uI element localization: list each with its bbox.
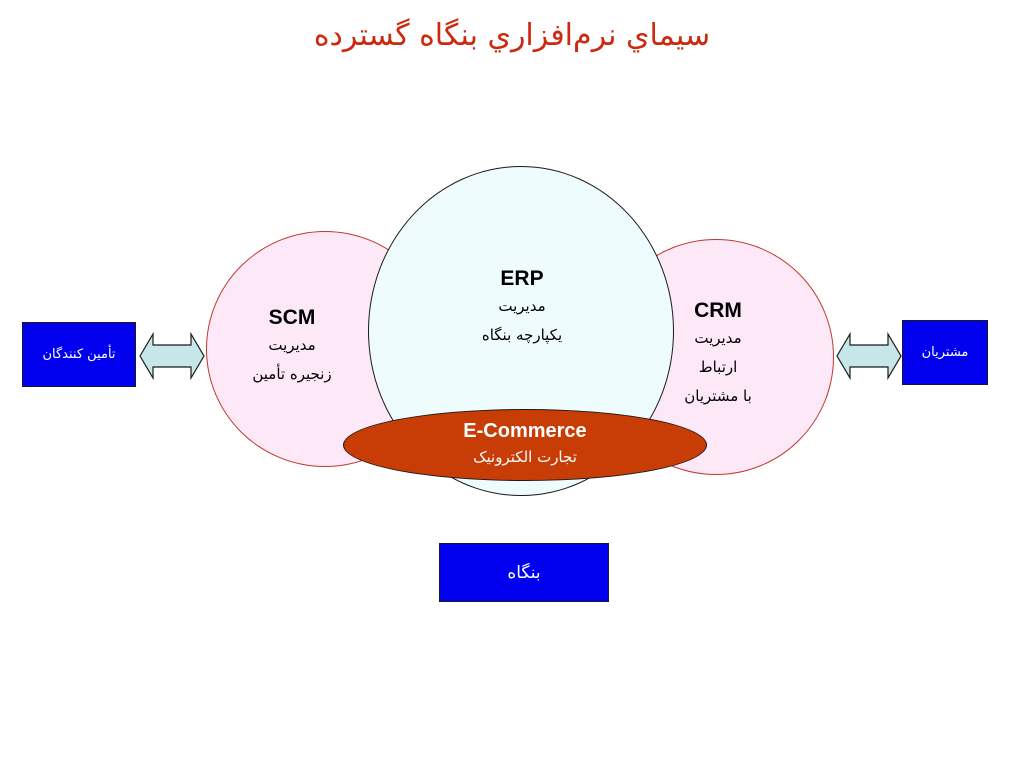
left-double-arrow-icon xyxy=(139,332,205,380)
ecommerce-ellipse xyxy=(343,409,707,481)
crm-line2: ارتباط xyxy=(698,358,738,376)
erp-abbr: ERP xyxy=(500,267,544,290)
customers-box: مشتریان xyxy=(902,320,988,385)
crm-label: CRM مدیریت ارتباط با مشتریان xyxy=(648,298,788,411)
scm-label: SCM مدیریت زنجیره تأمین xyxy=(232,305,352,389)
scm-line2: زنجیره تأمین xyxy=(252,365,332,383)
page-title: سيماي نرم‌افزاري بنگاه گسترده xyxy=(313,18,711,53)
erp-label: ERP مدیریت یکپارچه بنگاه xyxy=(444,266,600,350)
scm-abbr: SCM xyxy=(268,306,316,329)
enterprise-box: بنگاه xyxy=(439,543,609,602)
ecommerce-abbr: E-Commerce xyxy=(463,420,587,442)
crm-line3: با مشتریان xyxy=(684,387,752,405)
suppliers-box: تأمین کنندگان xyxy=(22,322,136,387)
right-double-arrow-icon xyxy=(836,332,902,380)
erp-line2: یکپارچه بنگاه xyxy=(481,326,563,344)
ecommerce-label: E-Commerce تجارت الکترونیک xyxy=(343,418,707,470)
crm-line1: مدیریت xyxy=(694,329,742,347)
erp-line1: مدیریت xyxy=(498,297,546,315)
ecommerce-line1: تجارت الکترونیک xyxy=(473,448,577,466)
crm-abbr: CRM xyxy=(694,299,742,322)
scm-line1: مدیریت xyxy=(268,336,316,354)
